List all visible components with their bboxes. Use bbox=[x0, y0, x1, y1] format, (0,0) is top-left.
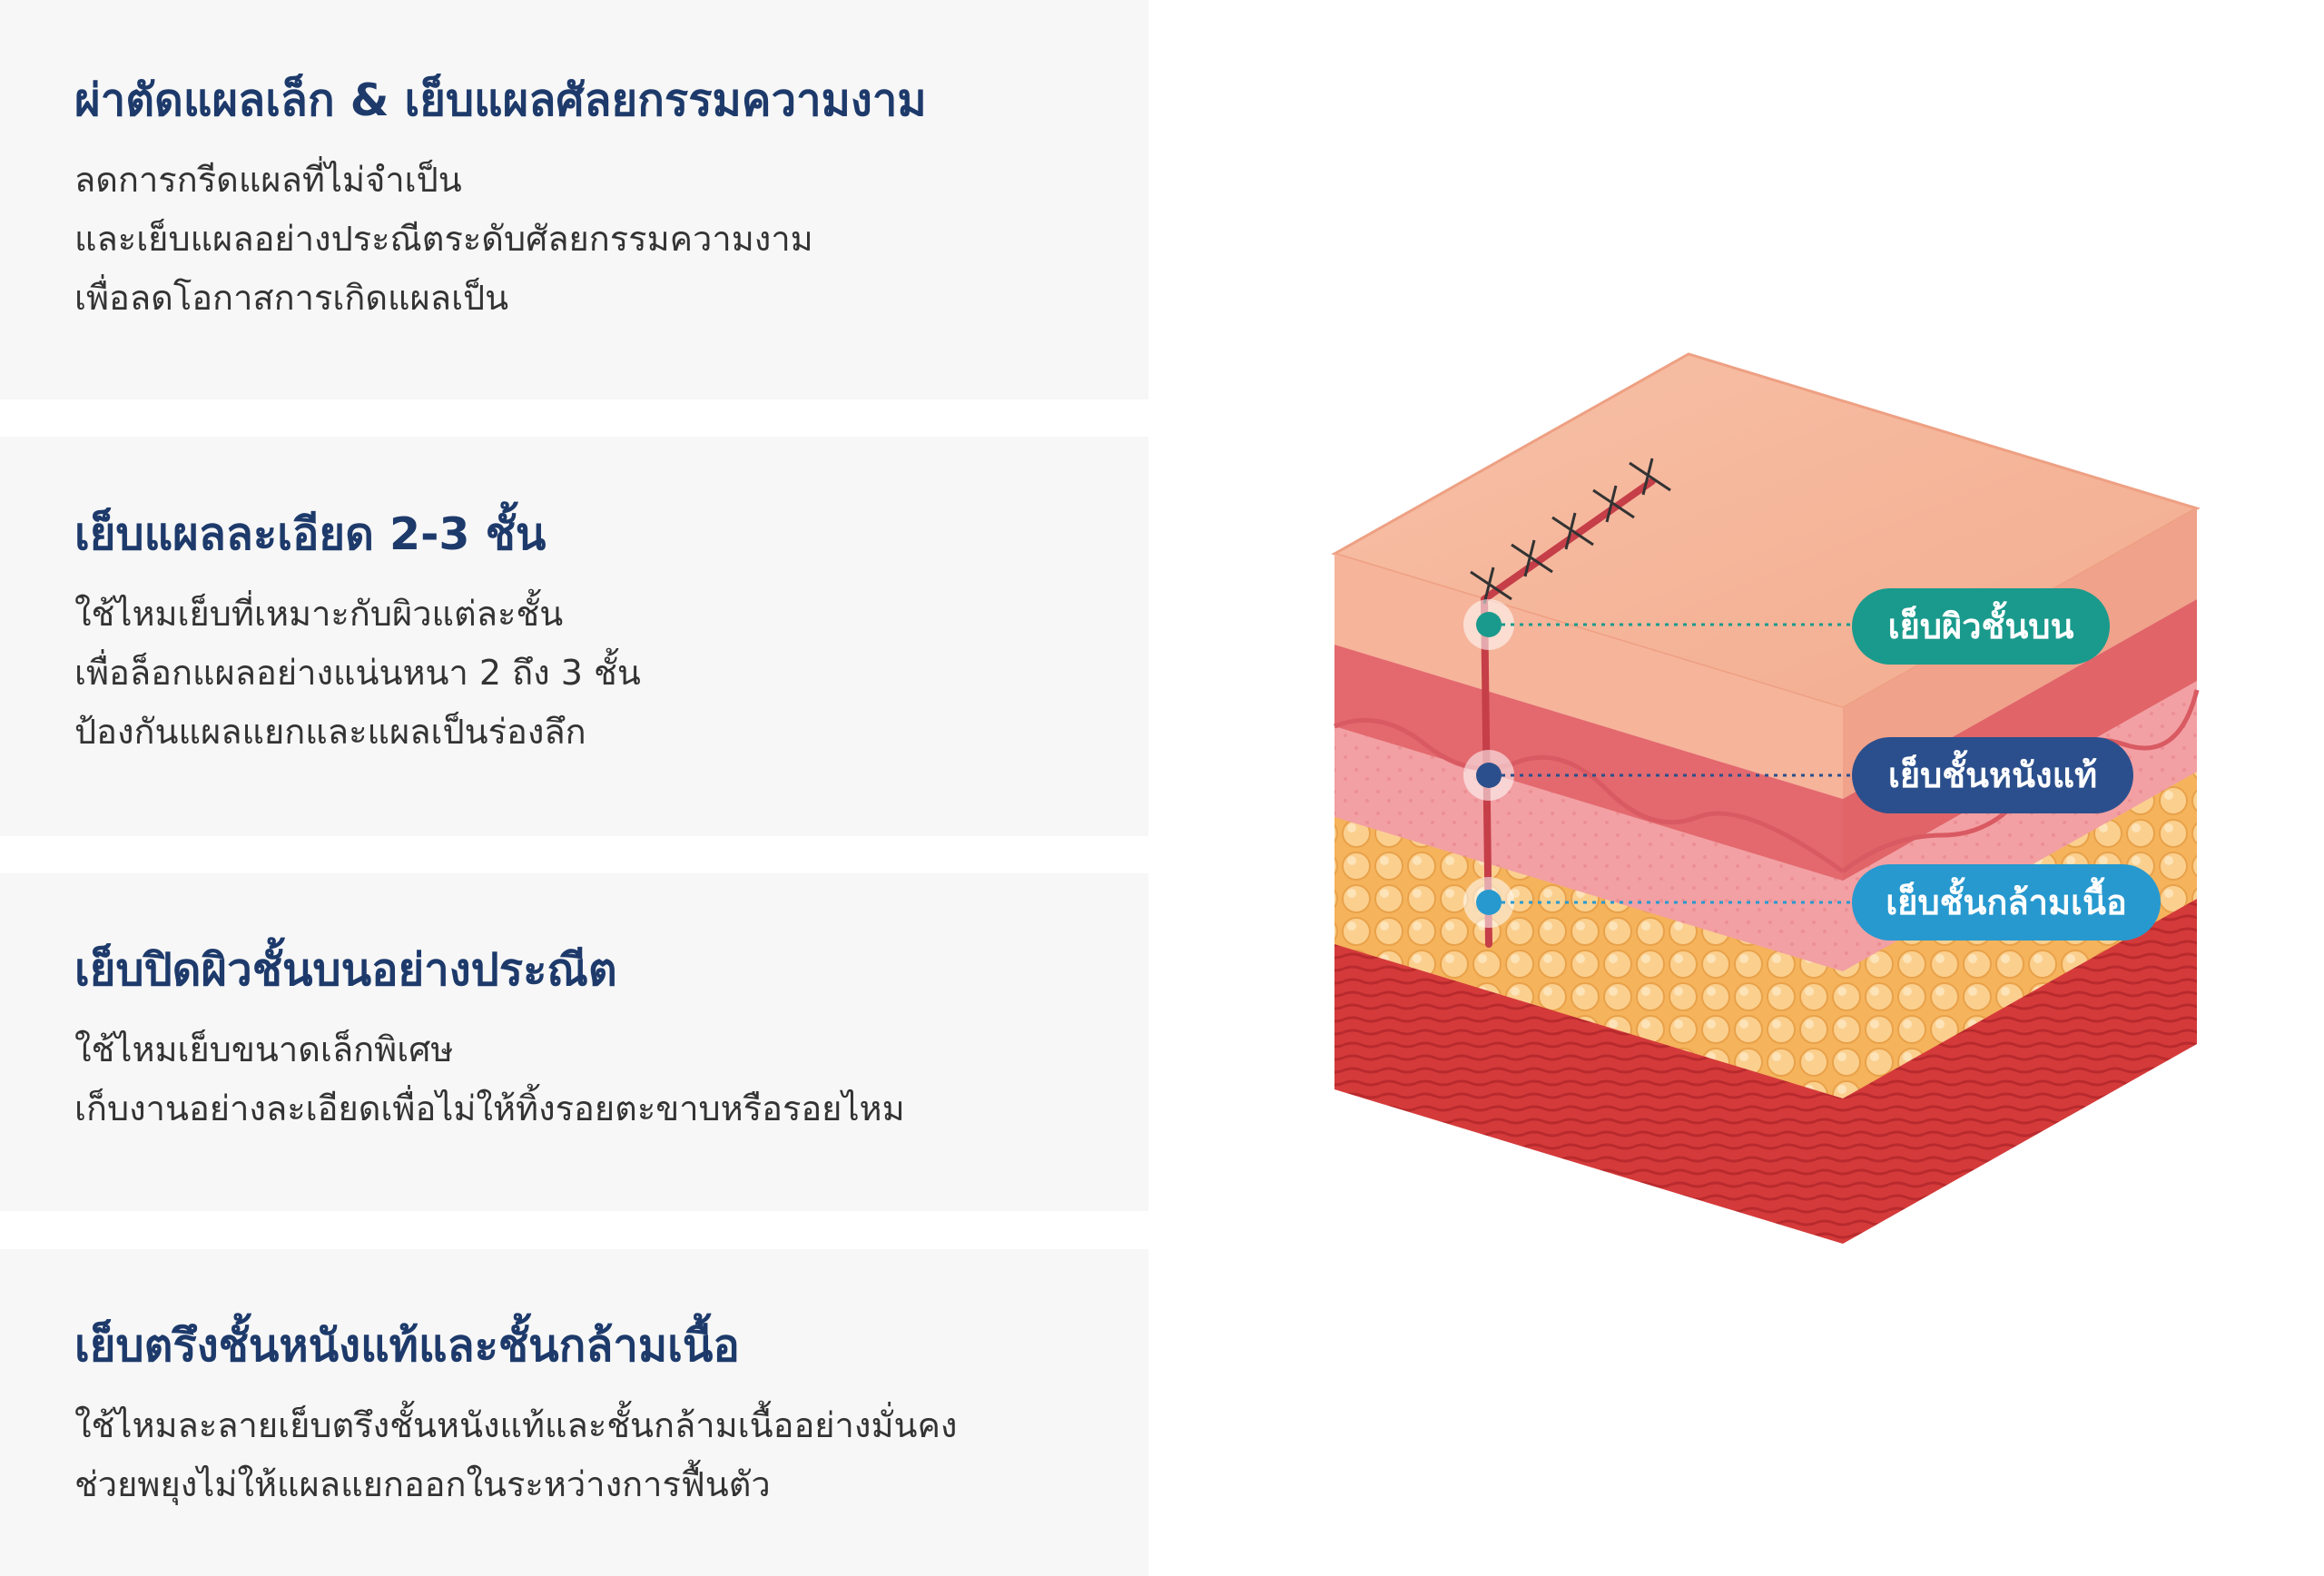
suture-stitches bbox=[1470, 458, 1671, 605]
feature-card-small-incision: ผ่าตัดแผลเล็ก & เย็บแผลศัลยกรรมความงาม ล… bbox=[0, 0, 1148, 399]
label-dermis-suture: เย็บชั้นหนังแท้ bbox=[1852, 737, 2133, 813]
feature-title: ผ่าตัดแผลเล็ก & เย็บแผลศัลยกรรมความงาม bbox=[74, 74, 927, 126]
feature-line: และเย็บแผลอย่างประณีตระดับศัลยกรรมความงา… bbox=[74, 219, 813, 259]
feature-line: เพื่อล็อกแผลอย่างแน่นหนา 2 ถึง 3 ชั้น bbox=[74, 653, 641, 693]
feature-line: ใช้ไหมเย็บที่เหมาะกับผิวแต่ละชั้น bbox=[74, 594, 564, 634]
feature-line: ลดการกรีดแผลที่ไม่จำเป็น bbox=[74, 160, 462, 200]
feature-line: ช่วยพยุงไม่ให้แผลแยกออกในระหว่างการฟื้นต… bbox=[74, 1464, 771, 1504]
feature-card-surface-closure: เย็บปิดผิวชั้นบนอย่างประณีต ใช้ไหมเย็บขน… bbox=[0, 873, 1148, 1211]
feature-title: เย็บแผลละเอียด 2-3 ชั้น bbox=[74, 508, 547, 560]
feature-line: ใช้ไหมละลายเย็บตรึงชั้นหนังแท้และชั้นกล้… bbox=[74, 1405, 958, 1445]
feature-card-multi-layer: เย็บแผลละเอียด 2-3 ชั้น ใช้ไหมเย็บที่เหม… bbox=[0, 437, 1148, 836]
label-epidermis-suture: เย็บผิวชั้นบน bbox=[1852, 588, 2110, 665]
feature-description: ใช้ไหมเย็บที่เหมาะกับผิวแต่ละชั้น เพื่อล… bbox=[74, 585, 1148, 762]
feature-title: เย็บปิดผิวชั้นบนอย่างประณีต bbox=[74, 944, 617, 996]
feature-line: เพื่อลดโอกาสการเกิดแผลเป็น bbox=[74, 278, 509, 318]
feature-list: ผ่าตัดแผลเล็ก & เย็บแผลศัลยกรรมความงาม ล… bbox=[0, 0, 1148, 1576]
left-face bbox=[1334, 554, 1845, 1244]
feature-description: ใช้ไหมละลายเย็บตรึงชั้นหนังแท้และชั้นกล้… bbox=[74, 1396, 1148, 1514]
marker-epidermis bbox=[1463, 599, 1852, 650]
feature-line: เก็บงานอย่างละเอียดเพื่อไม่ให้ทิ้งรอยตะข… bbox=[74, 1088, 905, 1128]
feature-description: ใช้ไหมเย็บขนาดเล็กพิเศษ เก็บงานอย่างละเอ… bbox=[74, 1020, 1148, 1138]
feature-title: เย็บตรึงชั้นหนังแท้และชั้นกล้ามเนื้อ bbox=[74, 1320, 740, 1372]
feature-line: ป้องกันแผลแยกและแผลเป็นร่องลึก bbox=[74, 712, 586, 752]
marker-dermis bbox=[1463, 750, 1852, 801]
feature-description: ลดการกรีดแผลที่ไม่จำเป็น และเย็บแผลอย่าง… bbox=[74, 151, 1148, 328]
marker-muscle bbox=[1463, 877, 1852, 928]
label-muscle-suture: เย็บชั้นกล้ามเนื้อ bbox=[1852, 864, 2161, 941]
feature-card-deep-anchor: เย็บตรึงชั้นหนังแท้และชั้นกล้ามเนื้อ ใช้… bbox=[0, 1249, 1148, 1576]
feature-line: ใช้ไหมเย็บขนาดเล็กพิเศษ bbox=[74, 1029, 454, 1069]
